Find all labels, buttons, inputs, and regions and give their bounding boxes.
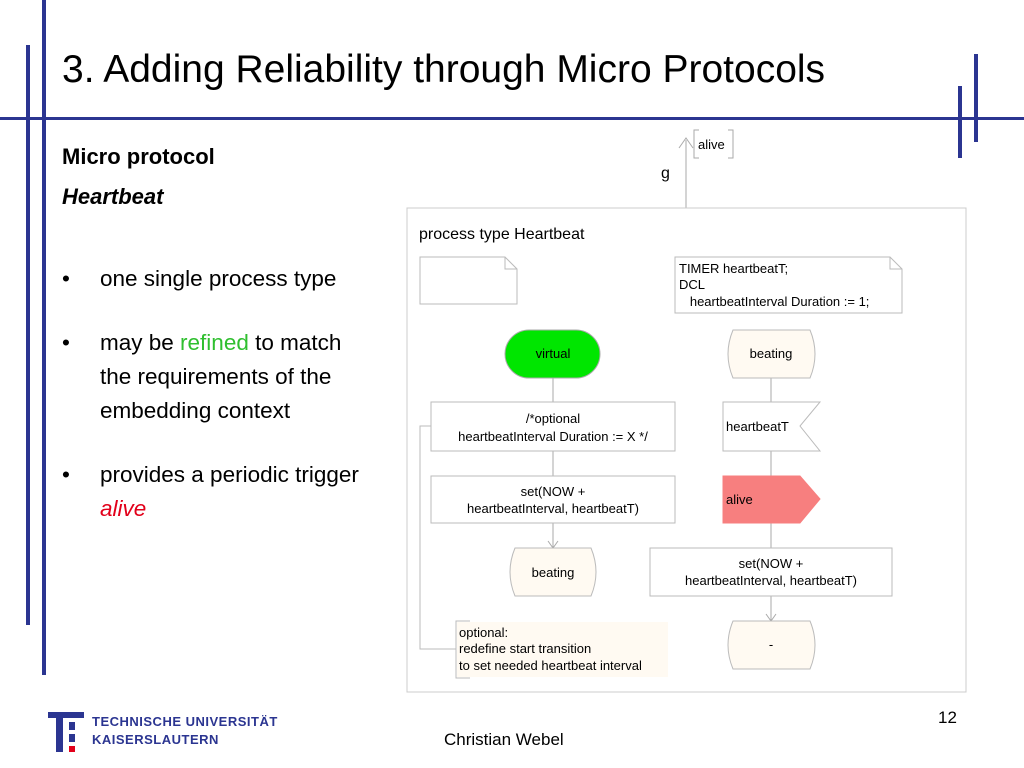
task-text: heartbeatInterval, heartbeatT) [685,573,857,588]
author: Christian Webel [444,730,564,749]
logo-text: KAISERSLAUTERN [92,732,219,747]
task-text: set(NOW + [521,484,586,499]
task-text: heartbeatInterval, heartbeatT) [467,501,639,516]
gate-label: g [661,165,670,182]
comment-connector [419,425,456,650]
signal-label: alive [698,137,725,152]
logo-text: TECHNISCHE UNIVERSITÄT [92,714,278,729]
bullet-dot: • [62,462,70,487]
comment-bracket [455,620,470,679]
text-symbol-empty [419,256,518,305]
bullet-text: may be refined to match the requirements… [100,326,362,428]
output-symbol [722,475,821,524]
signal-bracket-right [728,129,734,159]
task-symbol-set-timer [430,475,676,524]
start-symbol [504,329,601,379]
slide-title: 3. Adding Reliability through Micro Prot… [62,48,826,91]
declaration-symbol [674,256,903,314]
declaration-line: heartbeatInterval Duration := 1; [679,294,869,309]
bullet-dot: • [62,330,70,355]
bullet-text-pre: may be [100,330,181,355]
bullet-text-pre: provides a periodic trigger [100,462,359,487]
deco-line-left [26,45,30,625]
task-text: /*optional [526,411,580,426]
task-symbol-set-timer-2 [649,547,893,597]
state-label: beating [532,565,575,580]
nextstate-symbol [727,620,816,670]
comment-text: to set needed heartbeat interval [459,658,642,673]
bullet-dot: • [62,266,70,291]
state-label: beating [750,346,793,361]
bullet-text: provides a periodic trigger alive [100,458,362,526]
bullet-highlight: alive [100,496,147,521]
bullet-text-post: to match the requirements of the embeddi… [100,330,342,423]
bullet-item: • may be refined to match the requiremen… [62,326,362,428]
bullet-item: • provides a periodic trigger alive [62,458,362,526]
page-number: 12 [938,708,957,727]
comment-background [457,622,668,677]
university-logo: TECHNISCHE UNIVERSITÄT KAISERSLAUTERN [44,708,277,758]
university-logo-icon [48,712,84,752]
task-text: heartbeatInterval Duration := X */ [458,429,648,444]
bullet-text-pre: one single process type [100,266,337,291]
bullet-list: • one single process type • may be refin… [62,262,362,556]
comment-text: optional: [459,625,508,640]
state-symbol-left [509,547,597,597]
task-symbol-optional [430,401,676,452]
input-symbol [722,401,822,452]
comment-text: redefine start transition [459,641,591,656]
bullet-item: • one single process type [62,262,362,296]
process-title: process type Heartbeat [419,226,585,243]
bullet-text: one single process type [100,262,336,296]
deco-line-top [0,117,1024,120]
task-text: set(NOW + [739,556,804,571]
signal-bracket-left [693,129,699,159]
gate-arrow-icon [678,137,694,149]
state-symbol-right [727,329,816,379]
input-label: heartbeatT [726,419,789,434]
heading-heartbeat: Heartbeat [62,184,164,209]
deco-line-right-1 [958,86,962,158]
declaration-fold [889,257,902,270]
deco-line-left-2 [42,0,46,675]
bullet-highlight: refined [180,330,249,355]
declaration-line: DCL [679,277,705,292]
nextstate-label: - [769,637,773,652]
deco-line-right-2 [974,54,978,142]
output-label: alive [726,492,753,507]
declaration-line: TIMER heartbeatT; [679,261,788,276]
heading-micro-protocol: Micro protocol [62,144,215,169]
start-label: virtual [536,346,571,361]
text-symbol-fold [504,257,517,270]
